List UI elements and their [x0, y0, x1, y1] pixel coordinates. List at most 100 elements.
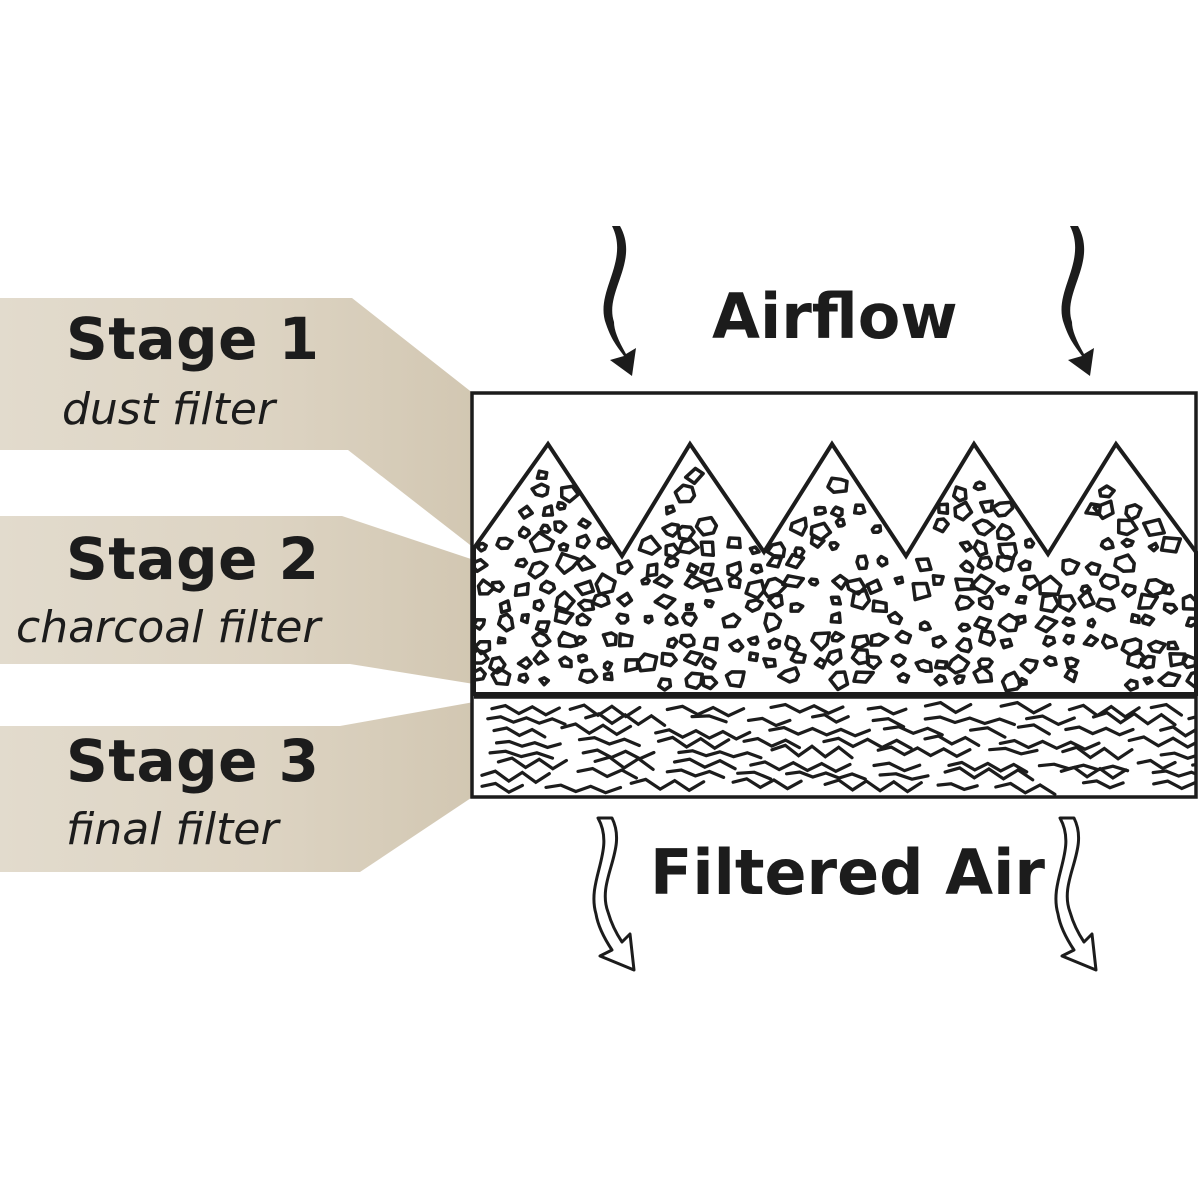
granule [969, 573, 996, 596]
stage-1-subtitle: dust filter [62, 384, 276, 435]
granule [1113, 553, 1136, 573]
granule [829, 595, 843, 606]
granule [532, 598, 545, 612]
granule [1062, 633, 1075, 646]
granule [972, 665, 994, 684]
stage-3-tab [0, 702, 474, 872]
granule [829, 505, 844, 519]
stage-1-title: Stage 1 [66, 305, 320, 373]
hollow-wavy-arrow-down-icon [1054, 816, 1098, 972]
granule [694, 515, 719, 537]
fiber-stroke [581, 748, 656, 761]
granule [1116, 518, 1139, 537]
granule [914, 658, 934, 673]
granule [1063, 667, 1079, 684]
granule [615, 612, 630, 625]
fiber-stroke [495, 739, 562, 750]
granule [513, 581, 530, 598]
granule [781, 574, 806, 589]
granule [657, 677, 673, 692]
fiber-stroke [1059, 765, 1128, 780]
granule [1024, 537, 1036, 549]
granule [1160, 583, 1175, 596]
fiber-stroke [629, 777, 706, 793]
granule [826, 476, 849, 494]
granule [538, 579, 557, 595]
granule [1142, 676, 1154, 686]
granule [645, 562, 659, 578]
fiber-stroke [654, 728, 752, 741]
granule [1017, 676, 1028, 687]
granule [553, 520, 568, 534]
granule [852, 670, 875, 684]
fiber-stroke [1016, 723, 1051, 736]
granule [1121, 583, 1137, 598]
granule [1064, 656, 1080, 670]
granule [636, 652, 659, 673]
granule [911, 581, 932, 602]
granule [528, 530, 556, 554]
charcoal-granules [474, 466, 1196, 693]
fiber-stroke [923, 715, 1016, 727]
granule [661, 522, 680, 538]
granule [727, 575, 742, 590]
fiber-stroke [769, 702, 845, 715]
granule [1077, 588, 1096, 609]
airflow-arrow-right [1061, 226, 1094, 376]
granule [1098, 573, 1120, 591]
granule [1042, 634, 1057, 648]
fiber-stroke [677, 749, 763, 760]
granule [886, 610, 904, 626]
granule [762, 657, 777, 669]
granule [1019, 657, 1039, 675]
stage-2-tab [0, 516, 474, 684]
granule [602, 660, 614, 672]
granule [777, 666, 801, 684]
fiber-stroke [998, 738, 1101, 751]
granule [855, 554, 869, 571]
granule [749, 563, 764, 575]
granule [997, 612, 1020, 633]
granule [851, 634, 871, 650]
granule [496, 636, 507, 645]
fiber-stroke [488, 749, 555, 760]
granule [990, 500, 1015, 518]
granule [1185, 670, 1196, 690]
granule [701, 656, 717, 671]
granule [834, 517, 846, 528]
granule [976, 555, 994, 571]
granule [575, 554, 597, 572]
granule [683, 466, 705, 486]
granule [574, 635, 588, 646]
granule [971, 518, 996, 537]
granule [474, 557, 489, 574]
granule [1039, 593, 1061, 614]
granule [684, 671, 704, 691]
granule [936, 502, 950, 516]
fiber-stroke [882, 725, 944, 737]
fiber-stroke [486, 715, 567, 726]
granule [1157, 671, 1182, 688]
granule [1014, 594, 1028, 605]
granule [789, 650, 807, 664]
granule [530, 482, 550, 498]
granule [702, 577, 724, 593]
granule [702, 636, 719, 652]
fiber-stroke [672, 757, 737, 771]
granule [954, 594, 975, 612]
fiber-stroke [1136, 758, 1177, 771]
granule [1095, 597, 1116, 613]
stage-2-subtitle: charcoal filter [16, 602, 321, 653]
granule [517, 525, 532, 540]
granule [934, 659, 949, 670]
granule [748, 545, 761, 556]
fiber-stroke [1159, 751, 1196, 760]
granule [1181, 654, 1196, 670]
fiber-stroke [1081, 779, 1125, 790]
granule [531, 630, 552, 648]
stage-2-title: Stage 2 [66, 525, 320, 593]
fiber-stroke [1151, 769, 1196, 778]
fiber-stroke [923, 700, 973, 715]
granule [577, 653, 589, 664]
